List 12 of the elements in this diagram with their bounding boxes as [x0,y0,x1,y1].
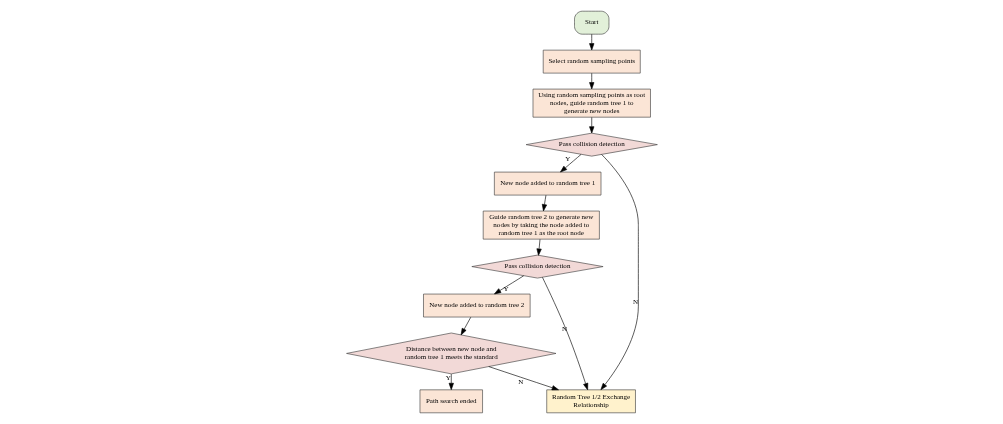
arrow [487,366,559,391]
arrow [536,239,542,256]
arrow [541,277,588,391]
arrow [588,33,594,51]
arrow [541,194,547,212]
arrow [559,154,581,173]
arrow [600,154,639,390]
arrow [588,72,594,90]
arrow [588,117,594,134]
arrow [493,275,524,295]
arrow [448,373,454,390]
arrow [460,316,471,336]
